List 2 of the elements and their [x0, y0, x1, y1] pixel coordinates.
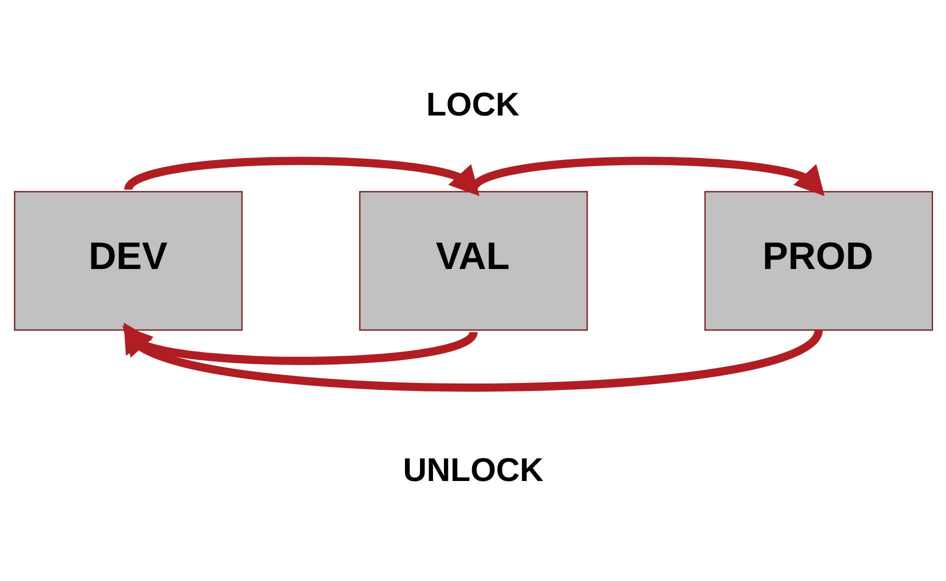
label: UNLOCK: [402, 450, 544, 488]
label: LOCK: [426, 84, 519, 122]
